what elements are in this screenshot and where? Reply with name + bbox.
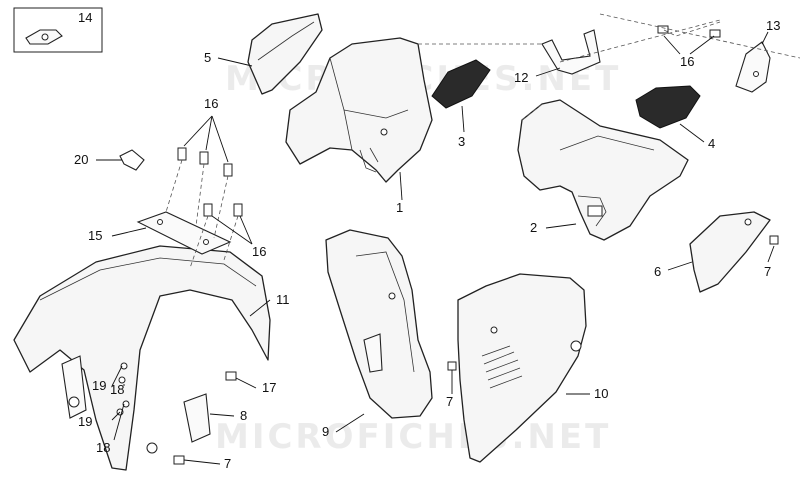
callout-18-lower: 18: [96, 440, 110, 455]
callout-19-lower: 19: [78, 414, 92, 429]
fastener-dashed-lines: [165, 13, 800, 269]
part-14-clip-nut: [13, 7, 103, 53]
callout-9: 9: [322, 424, 329, 439]
part-11-front-fender: [13, 245, 271, 471]
part-5-upper-cover: [247, 13, 323, 95]
callout-11: 11: [276, 292, 290, 307]
leader-lines: [96, 31, 775, 465]
callout-17: 17: [262, 380, 276, 395]
callout-7-middle: 7: [446, 394, 453, 409]
callout-16-top: 16: [680, 54, 694, 69]
part-13-bracket: [735, 41, 771, 93]
callout-16-lower-left: 16: [252, 244, 266, 259]
callout-4: 4: [708, 136, 715, 151]
callout-10: 10: [594, 386, 608, 401]
callout-12: 12: [514, 70, 528, 85]
callout-6: 6: [654, 264, 661, 279]
part-6-side-panel: [689, 211, 771, 293]
watermark-bottom: MICROFICHES.NET: [215, 417, 611, 457]
callout-labels: 14 5 1 3 2 4 6 7 12 13 16 20 15 16 16 11…: [74, 10, 780, 471]
callout-8: 8: [240, 408, 247, 423]
part-10-lower-cover: [457, 273, 587, 463]
callout-1: 1: [396, 200, 403, 215]
callout-19-upper: 19: [92, 378, 106, 393]
callout-15: 15: [88, 228, 102, 243]
part-1-inner-shield: [285, 37, 433, 183]
callout-20: 20: [74, 152, 88, 167]
part-2-side-panel: [517, 99, 689, 241]
part-4-grille: [635, 85, 701, 129]
callout-16-upper-left: 16: [204, 96, 218, 111]
part-12-bracket: [541, 29, 601, 75]
callout-3: 3: [458, 134, 465, 149]
part-9-center-fairing: [325, 229, 433, 419]
part-8-reflector: [183, 393, 211, 443]
callout-7-right: 7: [764, 264, 771, 279]
callout-18-upper: 18: [110, 382, 124, 397]
small-fasteners: [116, 235, 779, 465]
callout-2: 2: [530, 220, 537, 235]
callout-14: 14: [78, 10, 92, 25]
part-15-bracket-plate: [136, 211, 232, 255]
callout-13: 13: [766, 18, 780, 33]
part-20-clip: [119, 149, 145, 171]
callout-5: 5: [204, 50, 211, 65]
callout-7-bottom: 7: [224, 456, 231, 471]
part-3-grille: [431, 59, 491, 109]
